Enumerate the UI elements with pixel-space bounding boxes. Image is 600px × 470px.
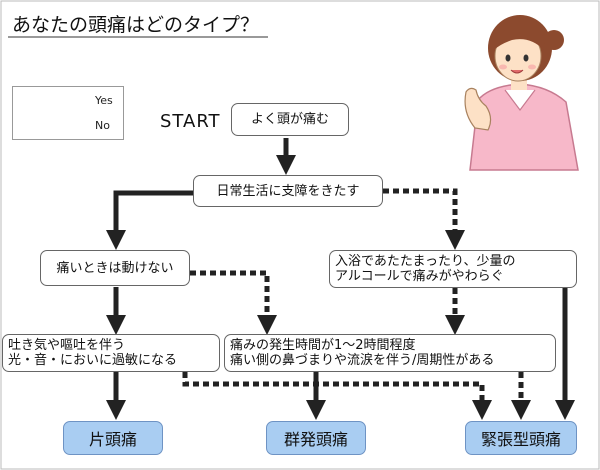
start-label: START	[160, 111, 221, 132]
node-duration-nasal-tears-line1: 痛みの発生時間が1～2時間程度	[230, 338, 416, 353]
node-cannot-move: 痛いときは動けない	[40, 250, 190, 286]
legend: Yes No	[12, 86, 124, 140]
legend-no-label: No	[95, 119, 110, 132]
arrow-q3-q6	[190, 270, 277, 335]
result-migraine: 片頭痛	[63, 421, 163, 455]
node-nausea-sensitivity-line2: 光・音・においに過敏になる	[8, 353, 178, 368]
node-bath-alcohol-relief-line1: 入浴であたたまったり、少量の	[335, 254, 516, 269]
legend-yes-label: Yes	[95, 94, 113, 107]
arrow-q2-q3	[106, 190, 193, 250]
node-duration-nasal-tears: 痛みの発生時間が1～2時間程度 痛い側の鼻づまりや流涙を伴う/周期性がある	[224, 334, 556, 372]
node-nausea-sensitivity: 吐き気や嘔吐を伴う 光・音・においに過敏になる	[2, 334, 220, 372]
node-frequent-headache: よく頭が痛む	[231, 103, 349, 136]
node-daily-life-impact-text: 日常生活に支障をきたす	[216, 183, 360, 199]
page-title: あなたの頭痛はどのタイプ？	[12, 14, 260, 36]
result-tension-headache: 緊張型頭痛	[465, 421, 577, 455]
arrow-q5-tension	[182, 372, 492, 420]
node-frequent-headache-text: よく頭が痛む	[250, 112, 329, 127]
node-nausea-sensitivity-line1: 吐き気や嘔吐を伴う	[8, 338, 126, 353]
node-cannot-move-text: 痛いときは動けない	[56, 260, 174, 276]
node-daily-life-impact: 日常生活に支障をきたす	[193, 175, 383, 207]
nurse-illustration	[464, 15, 579, 171]
result-cluster-headache: 群発頭痛	[266, 421, 366, 455]
node-bath-alcohol-relief: 入浴であたたまったり、少量の アルコールで痛みがやわらぐ	[329, 250, 577, 288]
node-bath-alcohol-relief-line2: アルコールで痛みがやわらぐ	[335, 269, 504, 284]
arrow-q2-q4	[383, 188, 465, 250]
node-duration-nasal-tears-line2: 痛い側の鼻づまりや流涙を伴う/周期性がある	[230, 353, 495, 368]
